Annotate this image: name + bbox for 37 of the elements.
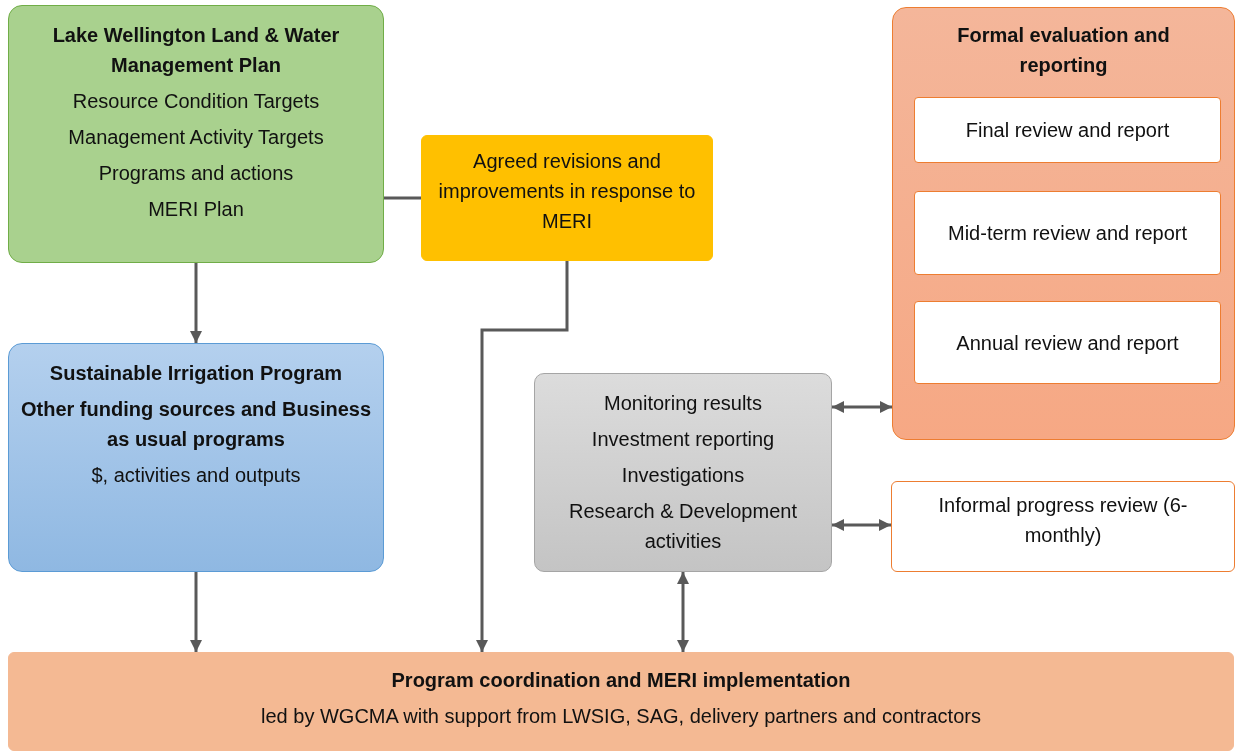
arrow — [190, 572, 202, 652]
coordination-box — [8, 652, 1234, 751]
arrow — [476, 261, 569, 652]
node-text: Final review and report — [965, 118, 1170, 143]
node-heading: Lake Wellington Land & Water Management Plan — [51, 23, 341, 78]
node-text: MERI Plan — [148, 197, 244, 222]
revision-box — [421, 135, 713, 261]
informal-review-box — [891, 481, 1235, 572]
review-box — [914, 301, 1221, 384]
program-box — [8, 343, 384, 572]
node-text: Research & Development activities — [568, 499, 798, 554]
arrow — [832, 401, 892, 413]
node-text: Management Activity Targets — [68, 125, 324, 150]
node-text: Programs and actions — [98, 161, 294, 186]
monitoring-box — [534, 373, 832, 572]
arrow — [677, 572, 689, 652]
node-heading: Sustainable Irrigation Program — [49, 361, 343, 386]
review-box — [914, 191, 1221, 275]
node-text: $, activities and outputs — [91, 463, 301, 488]
node-text: Monitoring results — [604, 391, 762, 416]
review-box — [914, 97, 1221, 163]
node-text: Informal progress review (6-monthly) — [937, 493, 1189, 548]
node-text: Investment reporting — [591, 427, 775, 452]
evaluation-panel — [892, 7, 1235, 440]
node-text: Annual review and report — [956, 330, 1179, 356]
connector-line — [384, 196, 421, 200]
node-text: Resource Condition Targets — [72, 89, 320, 114]
plan-box — [8, 5, 384, 263]
arrow — [190, 263, 202, 343]
node-heading: Program coordination and MERI implementation — [391, 668, 851, 693]
arrow — [832, 519, 891, 531]
node-text: Investigations — [621, 463, 745, 488]
node-text: Agreed revisions and improvements in response to MERI — [437, 149, 697, 234]
node-text: Mid-term review and report — [948, 221, 1187, 246]
node-heading: Formal evaluation and reporting — [956, 23, 1171, 78]
node-heading: Other funding sources and Business as usual programs — [19, 397, 373, 452]
node-text: led by WGCMA with support from LWSIG, SAG, delivery partners and contractors — [261, 704, 981, 729]
